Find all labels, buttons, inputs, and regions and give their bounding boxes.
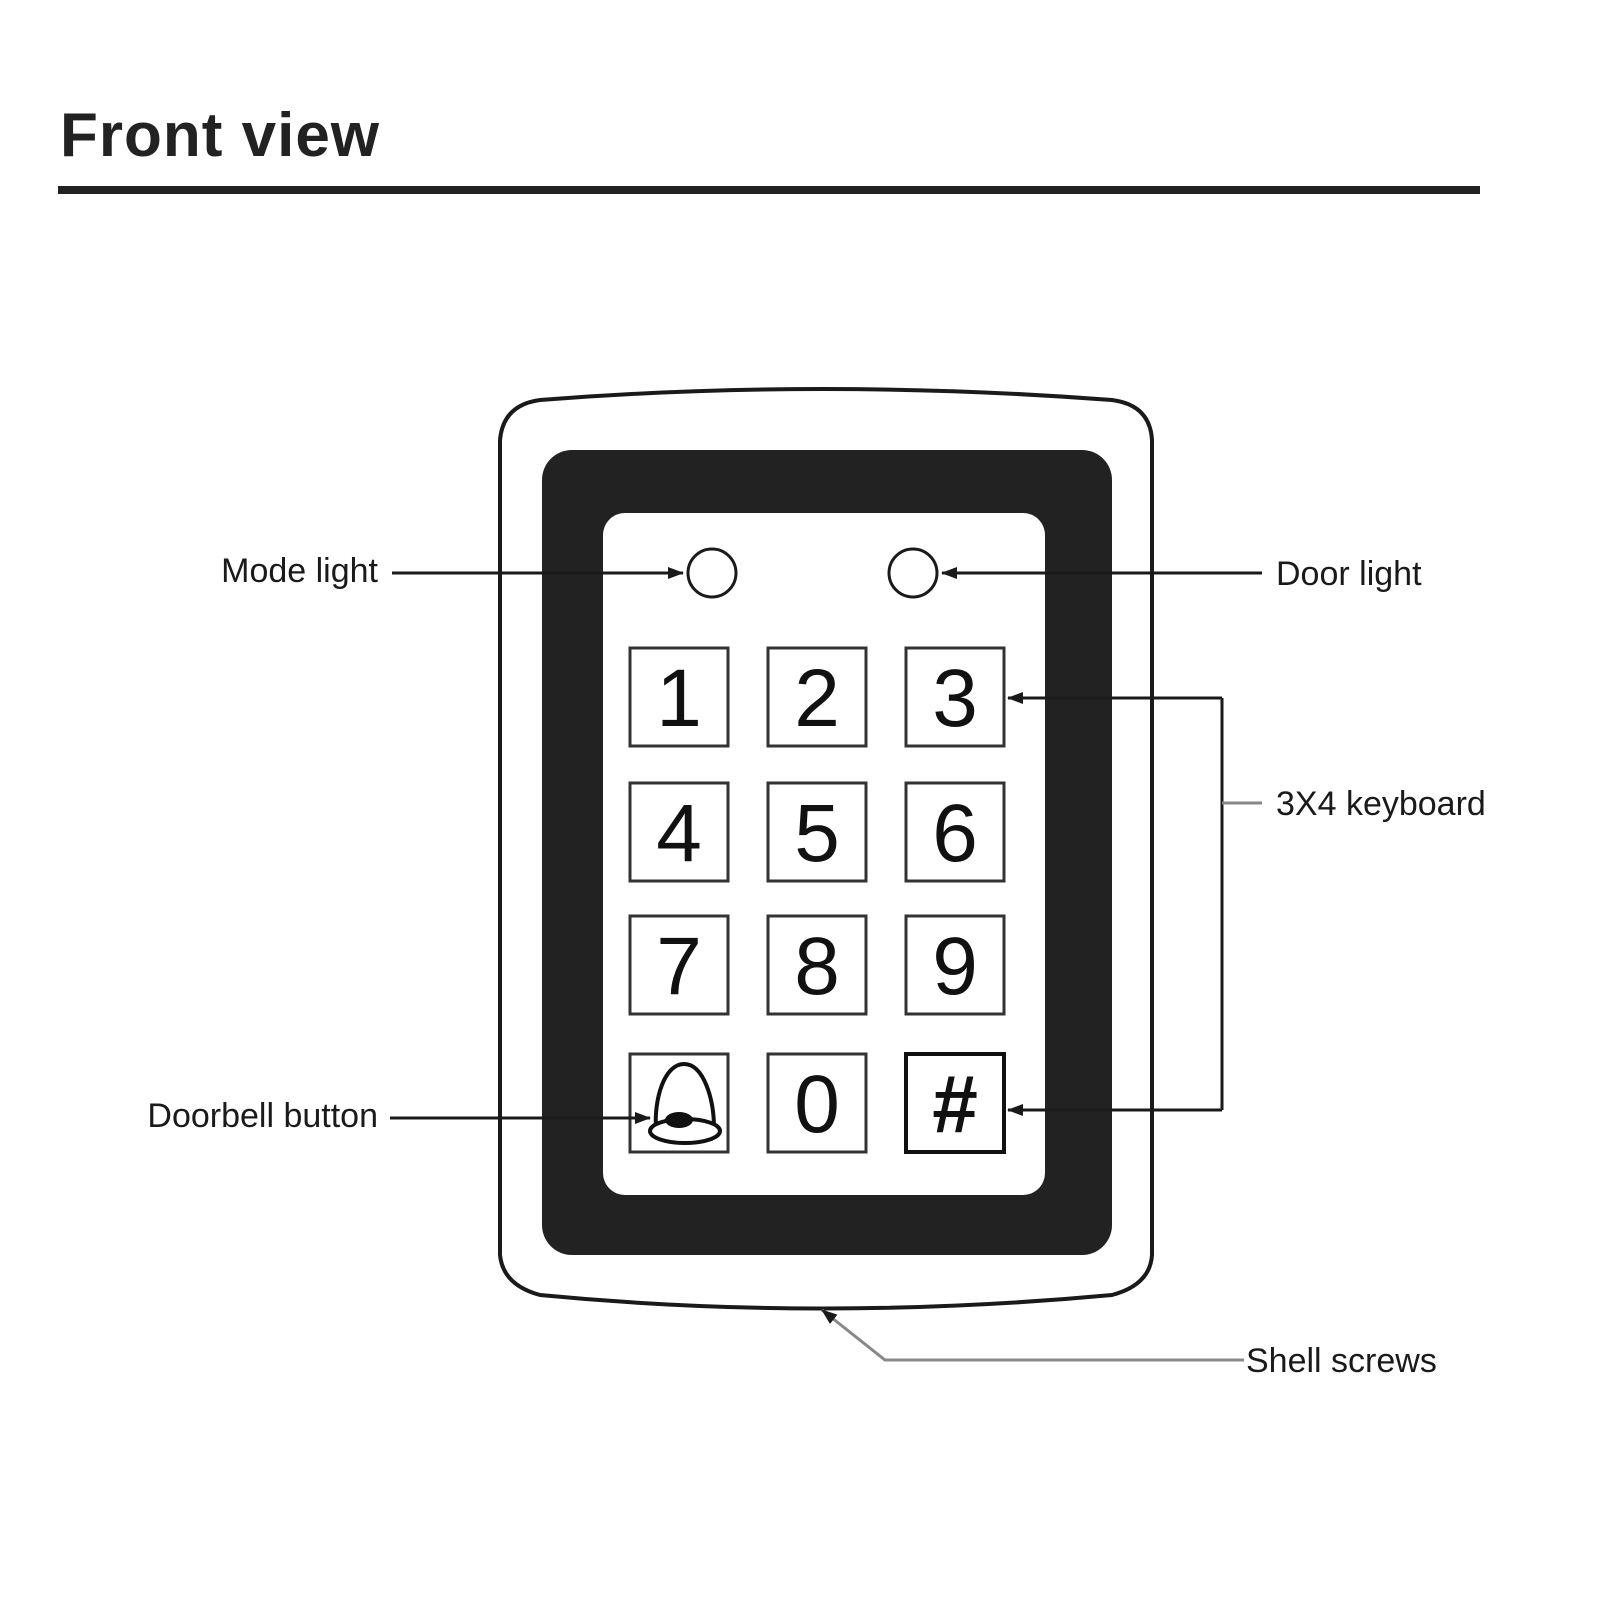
svg-text:6: 6 [932,788,978,879]
svg-text:7: 7 [656,921,702,1012]
svg-text:0: 0 [794,1059,840,1150]
svg-text:3: 3 [932,653,978,744]
svg-text:4: 4 [656,788,702,879]
keypad-keys: 1 2 3 4 5 6 7 8 [628,646,1006,1154]
key-9[interactable]: 9 [904,914,1006,1016]
shell-screws-label: Shell screws [1246,1342,1437,1380]
mode-light-icon [686,547,738,599]
svg-text:1: 1 [656,653,702,744]
key-8[interactable]: 8 [766,914,868,1016]
key-2[interactable]: 2 [766,646,868,748]
svg-text:9: 9 [932,921,978,1012]
svg-text:5: 5 [794,788,840,879]
keyboard-bracket [1007,692,1262,1116]
key-4[interactable]: 4 [628,781,730,883]
svg-text:#: # [932,1059,978,1150]
key-3[interactable]: 3 [904,646,1006,748]
key-1[interactable]: 1 [628,646,730,748]
key-6[interactable]: 6 [904,781,1006,883]
svg-text:8: 8 [794,921,840,1012]
svg-text:2: 2 [794,653,840,744]
key-doorbell[interactable] [628,1052,730,1154]
doorbell-label: Doorbell button [147,1097,378,1135]
mode-light-label: Mode light [221,552,378,590]
shell-screws-leader [821,1308,1244,1362]
page-title: Front view [60,101,381,170]
key-7[interactable]: 7 [628,914,730,1016]
title-divider [58,186,1480,194]
key-5[interactable]: 5 [766,781,868,883]
door-light-icon [887,547,939,599]
bell-icon [648,1061,722,1145]
key-0[interactable]: 0 [766,1052,868,1154]
keyboard-label: 3X4 keyboard [1276,785,1486,823]
door-light-label: Door light [1276,555,1422,593]
key-hash[interactable]: # [904,1052,1006,1154]
